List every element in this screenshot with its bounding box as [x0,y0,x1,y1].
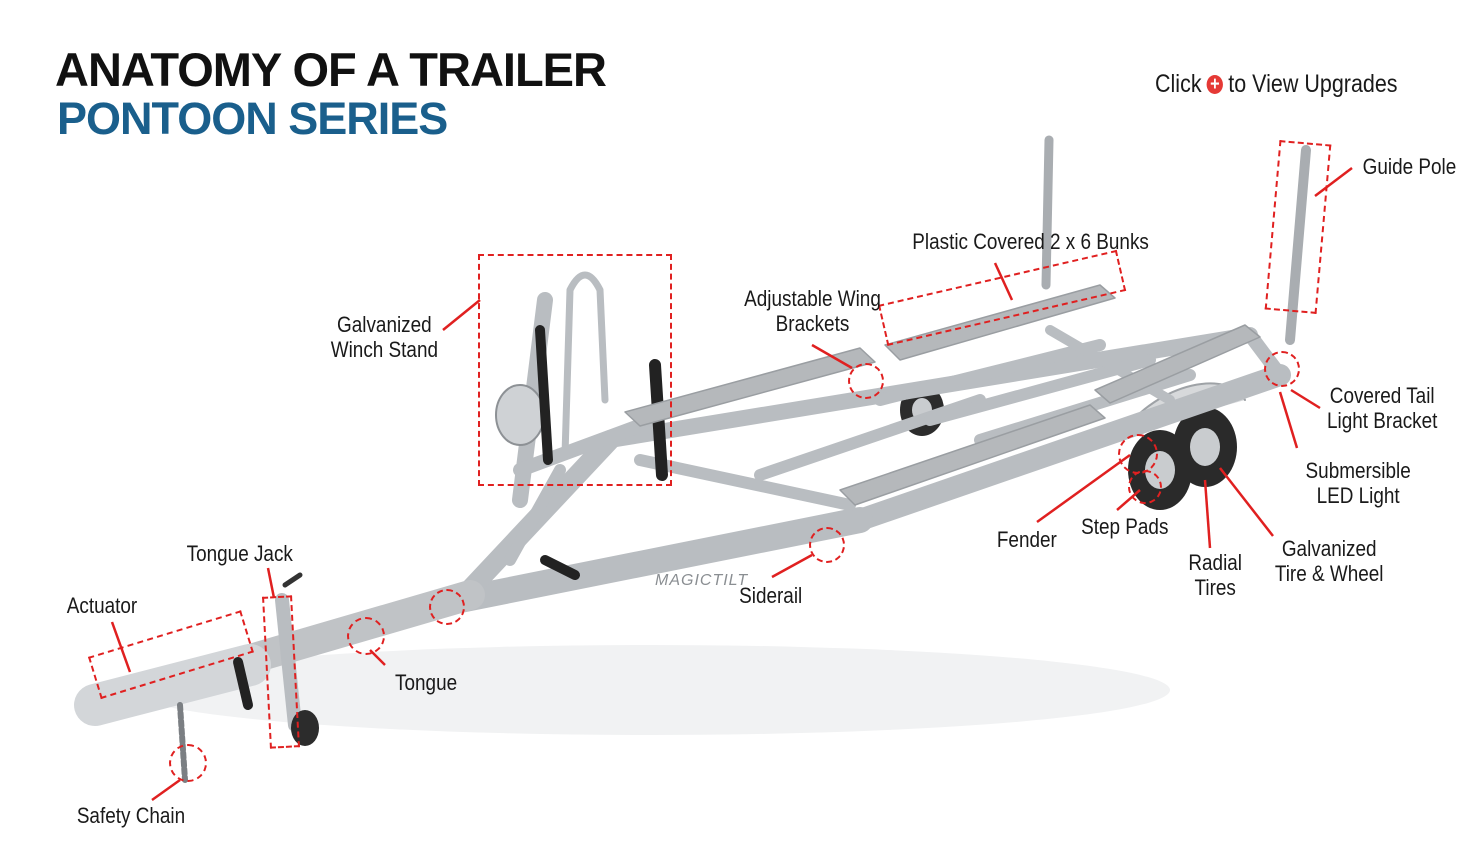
hotspot-safety-chain[interactable] [169,744,207,782]
leader-tail-light-bracket [1290,388,1321,410]
magictilt-logo: MAGICTILT [655,572,748,589]
label-led-light: Submersible LED Light [1305,458,1411,508]
leader-siderail [771,553,813,579]
label-tire-wheel: Galvanized Tire & Wheel [1274,536,1384,586]
label-tongue-jack: Tongue Jack [186,541,293,566]
label-tongue: Tongue [395,670,458,695]
label-radial-tires: Radial Tires [1188,550,1243,600]
hotspot-step-pads[interactable] [1128,470,1162,504]
leader-tongue-jack [266,567,276,599]
label-tail-light-bracket: Covered Tail Light Bracket [1326,383,1438,433]
hotspot-tongue[interactable] [347,617,385,655]
leader-safety-chain [151,778,181,802]
leader-fender [1036,453,1131,524]
label-siderail: Siderail [739,583,803,608]
label-actuator: Actuator [66,593,138,618]
callout-leaders [110,167,1353,802]
hotspot-winch-stand[interactable] [478,254,672,486]
leader-radial-tires [1203,479,1212,549]
leader-led-light [1278,391,1299,449]
label-step-pads: Step Pads [1081,514,1169,539]
page-title: ANATOMY OF A TRAILER [55,43,607,96]
leader-bunks [993,262,1014,301]
leader-guide-pole [1314,167,1353,197]
trailer-drawing: MAGICTILT [74,135,1311,783]
hotspot-siderail[interactable] [809,527,845,563]
label-wing-brackets: Adjustable Wing Brackets [744,286,881,336]
hint-text-after: to View Upgrades [1228,70,1398,98]
label-guide-pole: Guide Pole [1362,154,1457,179]
leader-winch-stand [442,299,481,331]
plus-circle-icon: + [1206,75,1224,94]
label-bunks: Plastic Covered 2 x 6 Bunks [912,229,1149,254]
label-safety-chain: Safety Chain [76,803,186,828]
label-fender: Fender [996,527,1057,552]
leader-tire-wheel [1219,467,1274,537]
leader-actuator [110,621,132,673]
hotspot-fender[interactable] [1118,434,1158,474]
leader-wing-brackets [811,343,853,370]
upgrade-hint: Click+to View Upgrades [1155,70,1398,98]
label-winch-stand: Galvanized Winch Stand [330,312,439,362]
hotspot-tail-light-bracket[interactable] [1264,351,1300,387]
page-subtitle: PONTOON SERIES [57,93,448,144]
hotspot-tongue-rear[interactable] [429,589,465,625]
hotspot-wing-brackets[interactable] [848,363,884,399]
hint-text-before: Click [1155,70,1202,98]
